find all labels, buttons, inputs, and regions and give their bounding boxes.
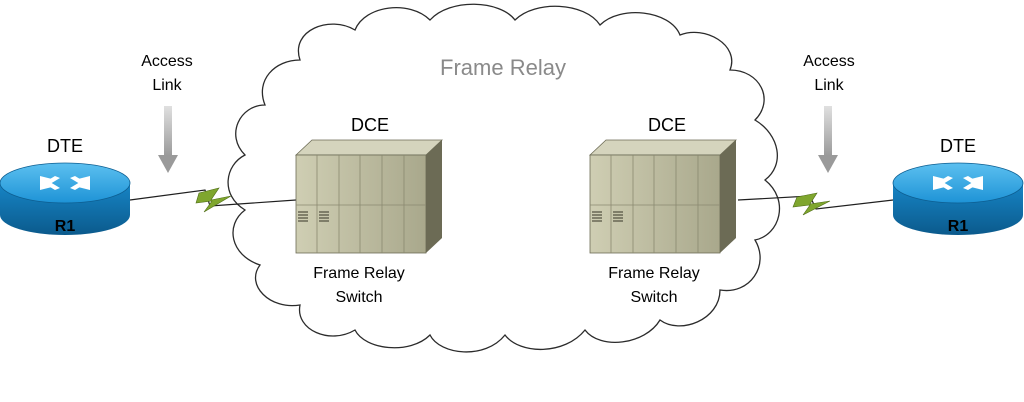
dte-label: DTE	[940, 136, 976, 156]
access-link-left: Access Link	[141, 53, 193, 173]
serial-link-bolt-left	[195, 187, 232, 213]
switch-right: DCE Frame Relay Switch	[588, 115, 738, 306]
serial-link-right	[737, 192, 894, 216]
switch-label-line2: Switch	[630, 289, 677, 306]
router-label: R1	[948, 218, 969, 235]
dce-label: DCE	[351, 115, 389, 135]
access-label-line1: Access	[803, 53, 855, 70]
access-label-line2: Link	[152, 77, 182, 94]
router-right: DTE R1	[892, 136, 1024, 235]
router-left: DTE R1	[0, 136, 131, 235]
serial-link-left	[129, 187, 297, 213]
router-icon: R1	[892, 162, 1024, 235]
dte-label: DTE	[47, 136, 83, 156]
access-link-right: Access Link	[803, 53, 855, 173]
switch-label-line2: Switch	[335, 289, 382, 306]
serial-link-bolt-right	[792, 192, 831, 216]
frame-relay-switch-icon	[588, 139, 738, 254]
dce-label: DCE	[648, 115, 686, 135]
cloud-title: Frame Relay	[440, 55, 566, 80]
serial-link-icon	[737, 195, 894, 210]
down-arrow-icon	[158, 106, 178, 173]
access-label-line2: Link	[814, 77, 844, 94]
router-icon: R1	[0, 162, 131, 235]
access-label-line1: Access	[141, 53, 193, 70]
down-arrow-icon	[818, 106, 838, 173]
switch-left: DCE Frame Relay Switch	[294, 115, 444, 306]
frame-relay-switch-icon	[294, 139, 444, 254]
cloud-icon	[227, 3, 781, 353]
switch-label-line1: Frame Relay	[608, 265, 700, 282]
switch-label-line1: Frame Relay	[313, 265, 405, 282]
router-label: R1	[55, 218, 76, 235]
frame-relay-cloud: Frame Relay	[227, 3, 781, 353]
